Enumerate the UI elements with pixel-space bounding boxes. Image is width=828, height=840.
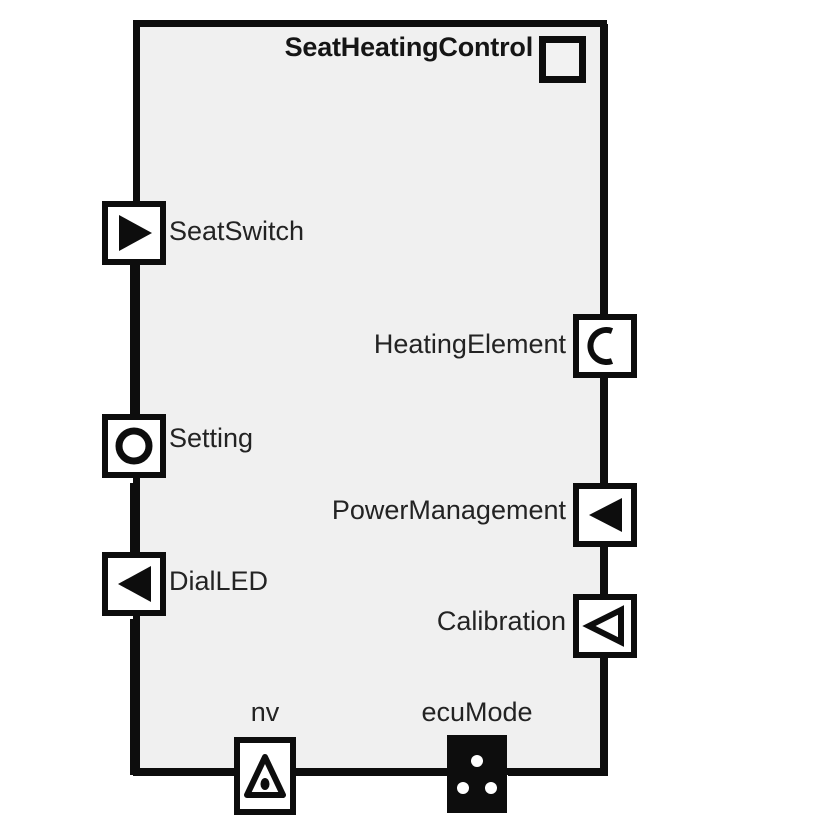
connector-left-rail-lower xyxy=(130,483,137,555)
port-icon-nv[interactable] xyxy=(234,737,296,815)
port-icon-setting[interactable] xyxy=(102,414,166,478)
page-title: SeatHeatingControl xyxy=(284,32,534,62)
port-icon-dialled[interactable] xyxy=(102,552,166,616)
port-icon-heatingelement[interactable] xyxy=(573,314,637,378)
port-label-powermanagement: PowerManagement xyxy=(331,495,566,525)
connector-right-rail-top xyxy=(601,24,608,316)
circle-ring-icon xyxy=(115,427,153,465)
connector-right-rail-mid xyxy=(601,547,608,595)
port-icon-calibration[interactable] xyxy=(573,594,637,658)
connector-bottom-rail-mid xyxy=(296,769,447,776)
port-label-heatingelement: HeatingElement xyxy=(373,329,566,359)
connector-left-rail-upper xyxy=(130,264,137,419)
connector-bottom-rail-left xyxy=(133,769,236,776)
connector-right-rail-upper xyxy=(601,378,608,484)
port-icon-seatswitch[interactable] xyxy=(102,201,166,265)
socket-arc-icon xyxy=(587,327,614,365)
port-label-calibration: Calibration xyxy=(436,606,566,636)
port-label-nv: nv xyxy=(250,697,280,727)
three-dot-black-square-icon xyxy=(447,735,507,813)
connector-left-rail-bottom xyxy=(130,619,137,775)
connector-right-rail-lower xyxy=(601,658,608,775)
block-frame[interactable] xyxy=(133,20,607,775)
triangle-dot-icon xyxy=(244,754,286,798)
port-label-seatswitch: SeatSwitch xyxy=(169,216,305,246)
empty-square-icon xyxy=(539,36,586,83)
filled-left-triangle-icon xyxy=(589,498,622,532)
port-icon-ecumode[interactable] xyxy=(447,735,507,813)
port-icon-powermanagement[interactable] xyxy=(573,483,637,547)
port-label-dialled: DialLED xyxy=(169,566,269,596)
filled-right-triangle-icon xyxy=(119,215,152,251)
port-label-ecumode: ecuMode xyxy=(421,697,533,727)
filled-left-triangle-icon xyxy=(118,566,151,602)
connector-bottom-rail-right xyxy=(508,769,608,776)
outline-left-triangle-icon xyxy=(582,605,624,647)
port-label-setting: Setting xyxy=(169,423,254,453)
